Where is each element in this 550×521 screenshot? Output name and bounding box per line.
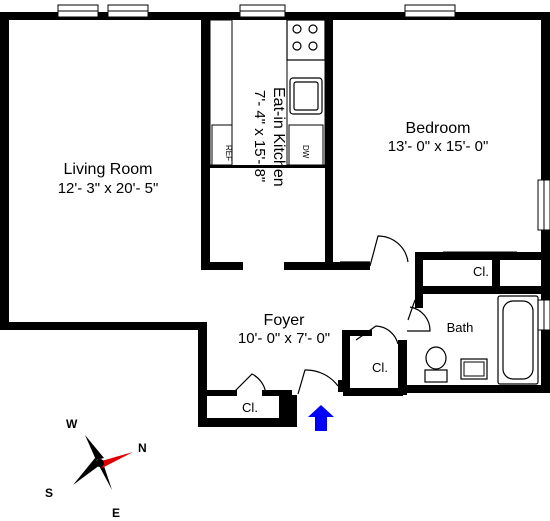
stove-icon [286,19,326,61]
toilet-icon [424,346,448,383]
bath-name: Bath [447,320,474,335]
compass-north: N [138,441,147,455]
foyer-dims: 10'- 0" x 7'- 0" [238,330,330,347]
living-room-name: Living Room [64,161,153,178]
closet-label-foyer-left: Cl. [242,400,258,415]
bathtub-icon [497,295,539,385]
kitchen-dims: 7'- 4" x 15'- 8" [251,90,268,182]
bedroom-name: Bedroom [406,120,471,137]
compass-south: S [45,486,53,500]
doors [231,235,517,395]
compass-west: W [66,417,78,431]
sink-icon [289,77,323,115]
walls [0,12,550,427]
foyer-name: Foyer [264,312,306,329]
closet-label-bedroom: Cl. [473,264,489,279]
kitchen-name: Eat-in Kitchen [270,87,287,187]
compass-east: E [112,506,120,520]
bedroom-dims: 13'- 0" x 15'- 0" [388,138,489,155]
compass-rose-icon [73,435,133,490]
bath-sink [460,358,488,380]
ref-label: REF [224,145,233,161]
closet-label-foyer-right: Cl. [372,360,388,375]
entry-arrow-icon [308,405,334,431]
living-room-dims: 12'- 3" x 20'- 5" [58,180,159,197]
dw-label: DW [301,145,310,159]
